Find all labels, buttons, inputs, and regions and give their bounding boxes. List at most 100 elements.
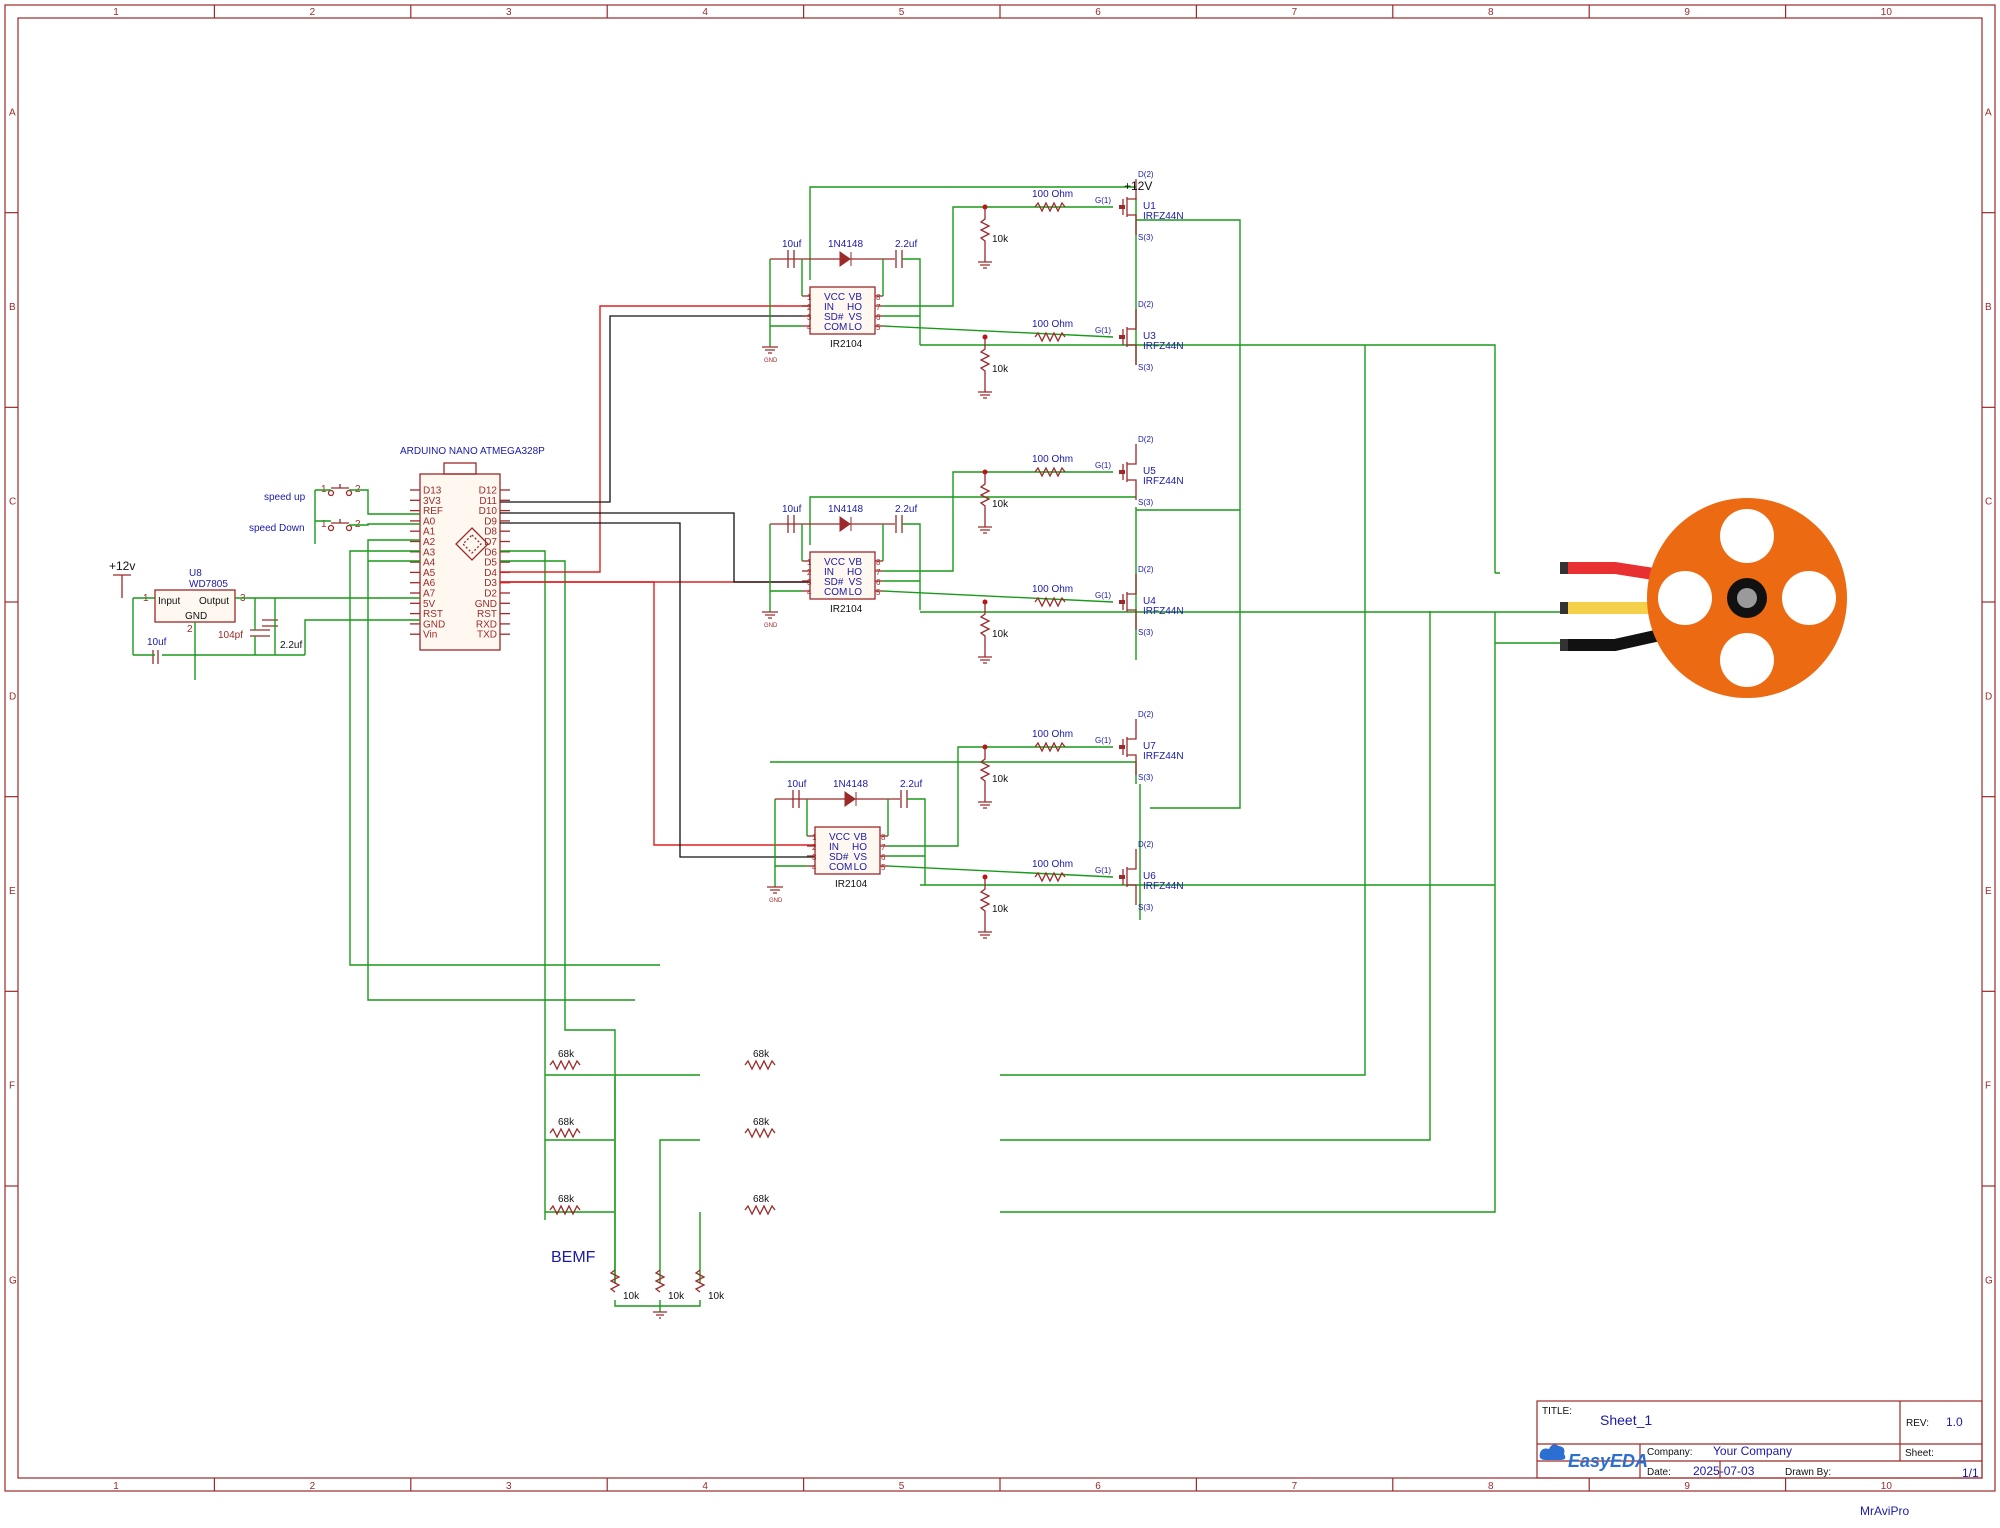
- bemf-pulldown: 10k: [694, 1269, 725, 1302]
- pulldown-label: 10k: [708, 1291, 725, 1302]
- arduino-pin-left: A7: [423, 589, 436, 600]
- arduino-pin-left: A6: [423, 578, 436, 589]
- mosfet-source-label: S(3): [1138, 498, 1153, 507]
- col-label-bottom: 10: [1881, 1481, 1893, 1492]
- mosfet-source-label: S(3): [1138, 363, 1153, 372]
- driver-pin-num: 6: [876, 578, 881, 587]
- col-label-bottom: 8: [1488, 1481, 1494, 1492]
- wiring: [132, 186, 1560, 1283]
- regulator-ref: U8: [189, 568, 202, 579]
- diode-label: 1N4148: [833, 779, 868, 790]
- col-label-bottom: 1: [113, 1481, 119, 1492]
- easyeda-logo-icon: [1539, 1444, 1566, 1460]
- arduino-pin-left: A0: [423, 516, 436, 527]
- driver-pin-num: 1: [807, 293, 812, 302]
- gnd-label: GND: [769, 898, 783, 904]
- mosfet-source-label: S(3): [1138, 233, 1153, 242]
- col-label-top: 4: [702, 7, 708, 18]
- sheet-title: Sheet_1: [1600, 1412, 1652, 1428]
- gate-resistor-label: 100 Ohm: [1032, 189, 1073, 200]
- driver-pin-num: 7: [876, 568, 881, 577]
- pulldown-label: 10k: [992, 629, 1009, 640]
- row-label-right: D: [1985, 691, 1992, 702]
- driver-pin-num: 4: [812, 863, 817, 872]
- diode-label: 1N4148: [828, 239, 863, 250]
- regulator-gnd-label: GND: [185, 611, 207, 622]
- col-label-bottom: 7: [1292, 1481, 1298, 1492]
- driver-pin-left: COM: [824, 322, 847, 333]
- driver-pin-right: VB: [849, 557, 863, 568]
- divider-label: 68k: [753, 1049, 770, 1060]
- driver-pin-num: 6: [876, 313, 881, 322]
- cap-2-2uf-label: 2.2uf: [895, 239, 917, 250]
- arduino-pin-right: RXD: [476, 619, 497, 630]
- mosfet-gate-label: G(1): [1095, 736, 1111, 745]
- diode-icon: [844, 791, 857, 807]
- speed-up-label: speed up: [264, 492, 306, 503]
- driver-pin-right: HO: [852, 842, 867, 853]
- gnd-label: GND: [764, 358, 778, 364]
- driver-pin-num: 3: [807, 578, 812, 587]
- mosfet-part: IRFZ44N: [1143, 341, 1184, 352]
- driver-pin-num: 4: [807, 323, 812, 332]
- cap-104pf-label: 104pf: [218, 630, 243, 641]
- mosfet-drain-label: D(2): [1138, 170, 1154, 179]
- driver-pin-right: VB: [849, 292, 863, 303]
- col-label-bottom: 5: [899, 1481, 905, 1492]
- divider-label: 68k: [558, 1194, 575, 1205]
- company-label: Company:: [1647, 1447, 1693, 1458]
- arduino-pin-right: D8: [484, 527, 497, 538]
- driver-pin-right: VS: [849, 312, 863, 323]
- bemf-divider: 68k 68k: [549, 1194, 776, 1216]
- gate-resistor-label: 100 Ohm: [1032, 454, 1073, 465]
- col-label-top: 9: [1684, 7, 1690, 18]
- col-label-top: 2: [310, 7, 316, 18]
- sheet-label: Sheet:: [1905, 1448, 1934, 1459]
- mosfet-gate-label: G(1): [1095, 326, 1111, 335]
- col-label-top: 10: [1881, 7, 1893, 18]
- arduino-pin-right: D7: [484, 537, 497, 548]
- arduino-pin-right: D5: [484, 558, 497, 569]
- mosfet-source-label: S(3): [1138, 773, 1153, 782]
- divider-label: 68k: [558, 1117, 575, 1128]
- divider-label: 68k: [753, 1194, 770, 1205]
- driver-pin-num: 4: [807, 588, 812, 597]
- arduino-pin-left: REF: [423, 506, 443, 517]
- arduino-pin-left: A2: [423, 537, 436, 548]
- mosfet-drain-label: D(2): [1138, 300, 1154, 309]
- driver-pin-right: LO: [849, 587, 863, 598]
- driver-pin-num: 5: [876, 323, 881, 332]
- reg-pin2: 2: [187, 624, 193, 635]
- arduino-pin-left: A4: [423, 558, 436, 569]
- mosfet-drain-label: D(2): [1138, 435, 1154, 444]
- row-label-left: D: [9, 691, 16, 702]
- driver-part: IR2104: [830, 339, 863, 350]
- sw2-pin1: 1: [321, 519, 327, 530]
- speed-down-button[interactable]: speed Down 1 2: [249, 519, 361, 534]
- arduino-pin-right: RST: [477, 609, 497, 620]
- cap-10uf-label: 10uf: [787, 779, 807, 790]
- col-label-top: 3: [506, 7, 512, 18]
- arduino-pin-left: Vin: [423, 630, 437, 641]
- speed-up-button[interactable]: speed up 1 2: [264, 484, 361, 503]
- driver-pin-num: 7: [876, 303, 881, 312]
- mosfet-part: IRFZ44N: [1143, 211, 1184, 222]
- driver-pin-num: 1: [812, 833, 817, 842]
- driver-pin-num: 8: [881, 833, 886, 842]
- pulldown-label: 10k: [623, 1291, 640, 1302]
- col-label-bottom: 4: [702, 1481, 708, 1492]
- arduino-pin-right: D10: [479, 506, 498, 517]
- gate-resistor-label: 100 Ohm: [1032, 859, 1073, 870]
- arduino-pin-left: A3: [423, 547, 436, 558]
- cap-2-2uf-label: 2.2uf: [280, 640, 302, 651]
- col-label-top: 1: [113, 7, 119, 18]
- driver-pin-num: 8: [876, 558, 881, 567]
